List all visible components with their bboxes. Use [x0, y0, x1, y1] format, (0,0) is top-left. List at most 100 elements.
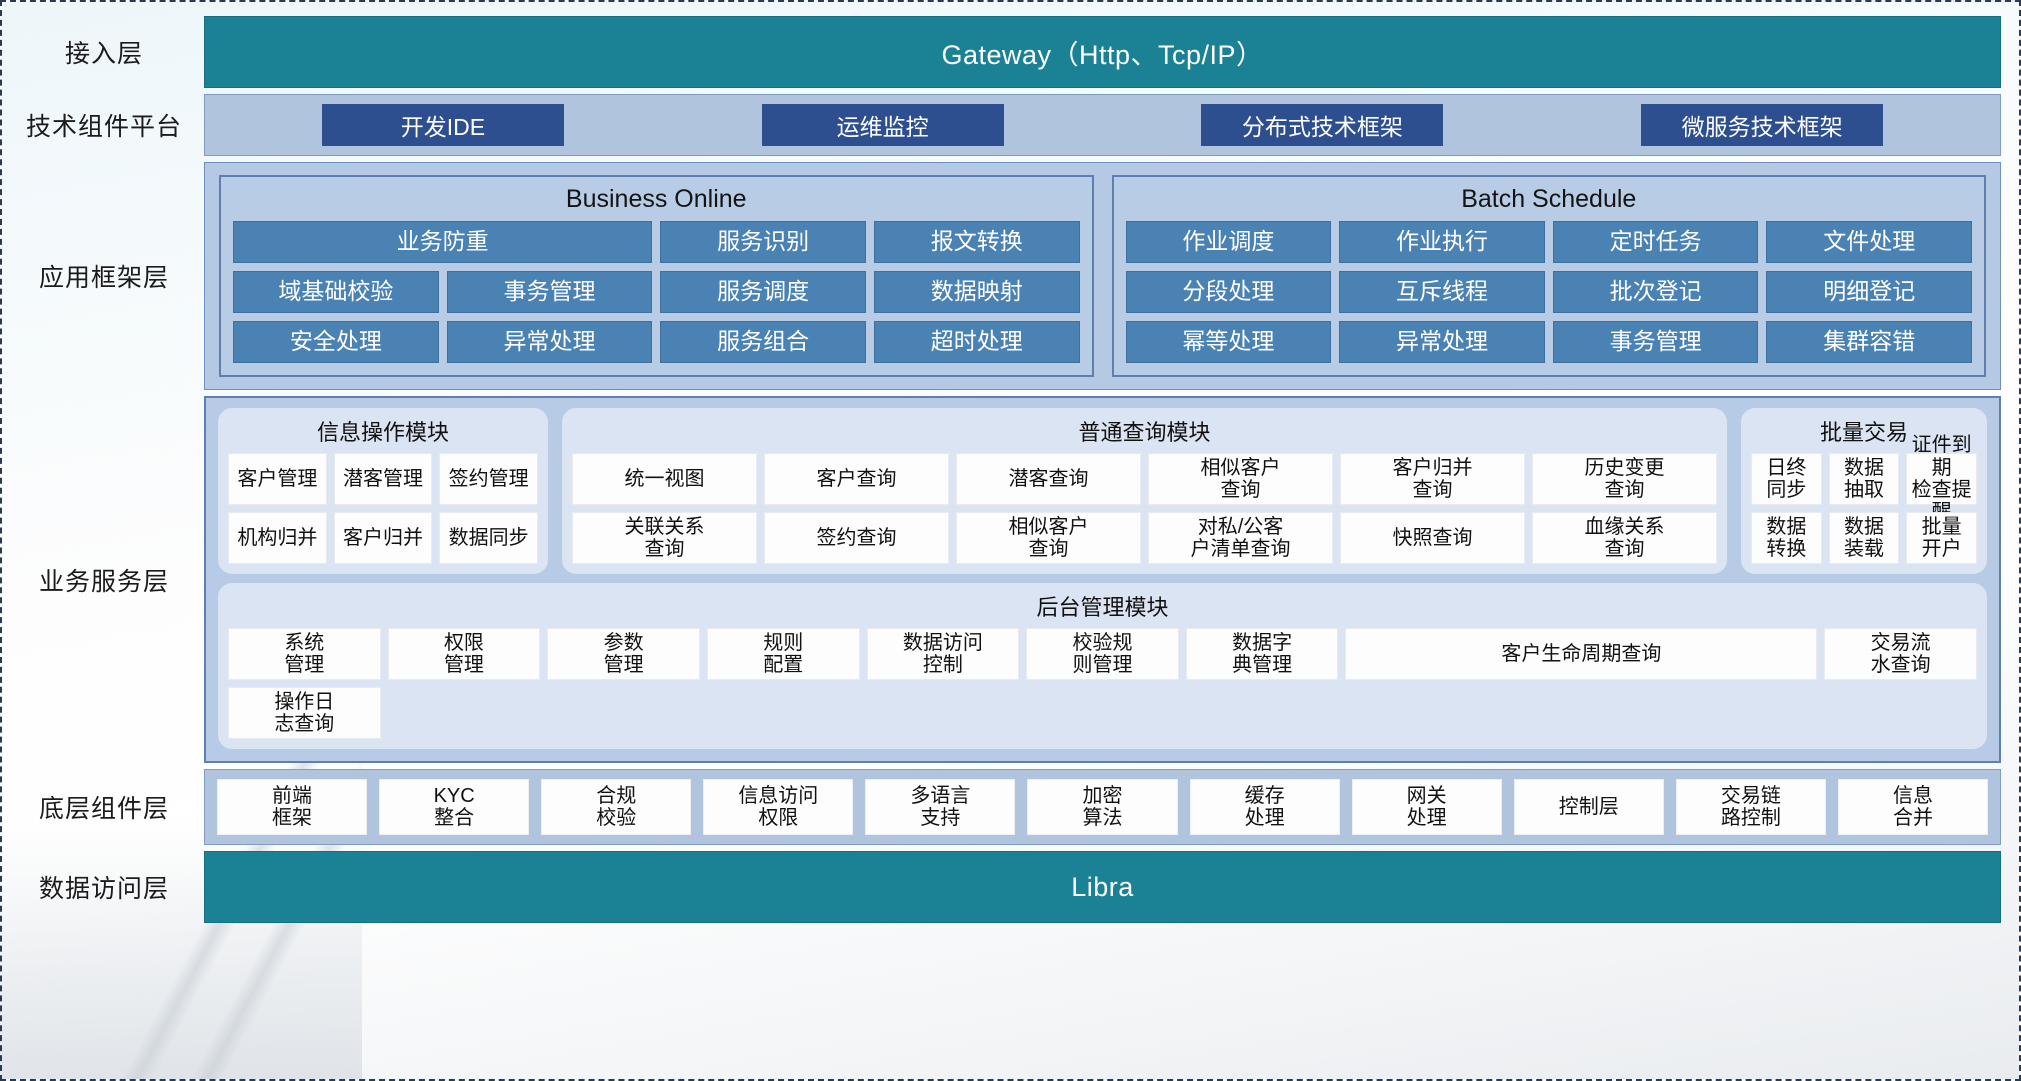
cell-query-10[interactable]: 快照查询: [1340, 512, 1525, 564]
cell-admin-0[interactable]: 系统 管理: [228, 628, 381, 680]
app-framework-band: Business Online 业务防重 服务识别 报文转换 域基础校验 事务管…: [204, 162, 2001, 390]
cell-admin-4[interactable]: 数据访问 控制: [866, 628, 1020, 680]
app-chip-bo-3[interactable]: 域基础校验: [233, 271, 439, 313]
cell-admin-9[interactable]: 操作日 志查询: [228, 687, 381, 739]
app-chip-bs-7[interactable]: 明细登记: [1766, 271, 1972, 313]
panel-admin-module: 后台管理模块 系统 管理 权限 管理 参数 管理 规则 配置 数据访问 控制 校…: [218, 583, 1987, 749]
comp-cell-4[interactable]: 多语言 支持: [865, 779, 1016, 835]
cell-batch-5[interactable]: 批量 开户: [1906, 512, 1977, 564]
app-chip-bo-6[interactable]: 数据映射: [873, 271, 1080, 313]
comp-cell-1[interactable]: KYC 整合: [379, 779, 530, 835]
cell-query-7[interactable]: 签约查询: [764, 512, 949, 564]
cell-admin-7[interactable]: 客户生命周期查询: [1345, 628, 1818, 680]
cell-query-8[interactable]: 相似客户 查询: [956, 512, 1141, 564]
panel-title-business-online: Business Online: [565, 185, 747, 213]
panel-title-batch-schedule: Batch Schedule: [1461, 185, 1637, 213]
app-chip-bs-0[interactable]: 作业调度: [1125, 221, 1332, 263]
cell-admin-6[interactable]: 数据字 典管理: [1185, 628, 1339, 680]
cell-query-11[interactable]: 血缘关系 查询: [1532, 512, 1717, 564]
app-chip-bs-1[interactable]: 作业执行: [1339, 221, 1545, 263]
layer-label-data: 数据访问层: [38, 875, 169, 903]
cell-info-5[interactable]: 数据同步: [439, 512, 538, 564]
app-chip-bs-3[interactable]: 文件处理: [1766, 221, 1972, 263]
batch-schedule-grid: 作业调度 作业执行 定时任务 文件处理 分段处理 互斥线程 批次登记 明细登记 …: [1125, 221, 1972, 363]
comp-cell-2[interactable]: 合规 校验: [541, 779, 692, 835]
tech-chip-microservice[interactable]: 微服务技术框架: [1641, 104, 1884, 146]
comp-cell-9[interactable]: 交易链 路控制: [1675, 779, 1826, 835]
batch-module-grid: 日终 同步 数据 抽取 证件到期 检查提醒 数据 转换 数据 装载 批量 开户: [1751, 434, 1977, 564]
layer-label-component: 底层组件层: [38, 795, 169, 823]
app-chip-bo-8[interactable]: 异常处理: [446, 321, 653, 363]
cell-query-2[interactable]: 潜客查询: [956, 453, 1141, 505]
cell-batch-3[interactable]: 数据 转换: [1751, 512, 1822, 564]
app-chip-bo-9[interactable]: 服务组合: [660, 321, 866, 363]
cell-batch-4[interactable]: 数据 装载: [1828, 512, 1900, 564]
panel-batch-schedule: Batch Schedule 作业调度 作业执行 定时任务 文件处理 分段处理 …: [1111, 175, 1986, 377]
component-layer-band: 前端 框架 KYC 整合 合规 校验 信息访问 权限 多语言 支持 加密 算法 …: [204, 769, 2001, 845]
query-module-grid: 统一视图 客户查询 潜客查询 相似客户 查询 客户归并 查询 历史变更 查询 关…: [572, 453, 1717, 564]
business-service-top-row: 信息操作模块 客户管理 潜客管理 签约管理 机构归并 客户归并 数据同步 普通查…: [218, 408, 1987, 574]
admin-module-grid: 系统 管理 权限 管理 参数 管理 规则 配置 数据访问 控制 校验规 则管理 …: [228, 628, 1977, 739]
cell-batch-0[interactable]: 日终 同步: [1751, 453, 1822, 505]
app-chip-bs-9[interactable]: 异常处理: [1339, 321, 1545, 363]
panel-title-admin-module: 后台管理模块: [1036, 595, 1169, 620]
app-chip-bo-0[interactable]: 业务防重: [233, 221, 653, 263]
cell-query-4[interactable]: 客户归并 查询: [1340, 453, 1525, 505]
panel-info-module: 信息操作模块 客户管理 潜客管理 签约管理 机构归并 客户归并 数据同步: [218, 408, 548, 574]
app-chip-bo-2[interactable]: 报文转换: [873, 221, 1080, 263]
app-chip-bs-2[interactable]: 定时任务: [1552, 221, 1759, 263]
tech-chip-monitor[interactable]: 运维监控: [761, 104, 1004, 146]
comp-cell-6[interactable]: 缓存 处理: [1189, 779, 1340, 835]
panel-batch-module: 批量交易 日终 同步 数据 抽取 证件到期 检查提醒 数据 转换 数据 装载 批…: [1741, 408, 1987, 574]
cell-admin-8[interactable]: 交易流 水查询: [1824, 628, 1977, 680]
panel-title-batch-module: 批量交易: [1819, 420, 1908, 445]
cell-info-4[interactable]: 客户归并: [333, 512, 433, 564]
libra-bar: Libra: [204, 851, 2001, 923]
business-service-band: 信息操作模块 客户管理 潜客管理 签约管理 机构归并 客户归并 数据同步 普通查…: [204, 396, 2001, 763]
app-chip-bo-7[interactable]: 安全处理: [233, 321, 439, 363]
tech-platform-band: 开发IDE 运维监控 分布式技术框架 微服务技术框架: [204, 94, 2001, 156]
cell-batch-2[interactable]: 证件到期 检查提醒: [1906, 434, 1977, 523]
app-chip-bs-8[interactable]: 幂等处理: [1125, 321, 1332, 363]
cell-admin-2[interactable]: 参数 管理: [547, 628, 700, 680]
panel-query-module: 普通查询模块 统一视图 客户查询 潜客查询 相似客户 查询 客户归并 查询 历史…: [562, 408, 1727, 574]
cell-query-6[interactable]: 关联关系 查询: [572, 512, 757, 564]
business-service-bottom-row: 后台管理模块 系统 管理 权限 管理 参数 管理 规则 配置 数据访问 控制 校…: [218, 583, 1987, 749]
cell-admin-1[interactable]: 权限 管理: [387, 628, 541, 680]
app-chip-bo-5[interactable]: 服务调度: [660, 271, 866, 313]
comp-cell-8[interactable]: 控制层: [1513, 779, 1664, 835]
comp-cell-5[interactable]: 加密 算法: [1027, 779, 1178, 835]
app-chip-bs-11[interactable]: 集群容错: [1766, 321, 1972, 363]
cell-info-3[interactable]: 机构归并: [228, 512, 327, 564]
cell-query-3[interactable]: 相似客户 查询: [1148, 453, 1333, 505]
app-chip-bs-4[interactable]: 分段处理: [1125, 271, 1332, 313]
app-chip-bo-4[interactable]: 事务管理: [446, 271, 653, 313]
layer-label-tech: 技术组件平台: [25, 113, 182, 141]
app-chip-bs-5[interactable]: 互斥线程: [1339, 271, 1545, 313]
cell-info-2[interactable]: 签约管理: [439, 453, 538, 505]
tech-chip-distributed[interactable]: 分布式技术框架: [1201, 104, 1444, 146]
cell-admin-3[interactable]: 规则 配置: [706, 628, 860, 680]
app-chip-bo-10[interactable]: 超时处理: [873, 321, 1080, 363]
app-chip-bs-10[interactable]: 事务管理: [1552, 321, 1759, 363]
cell-query-0[interactable]: 统一视图: [572, 453, 757, 505]
comp-cell-3[interactable]: 信息访问 权限: [703, 779, 854, 835]
app-chip-bo-1[interactable]: 服务识别: [660, 221, 866, 263]
tech-chip-ide[interactable]: 开发IDE: [321, 104, 564, 146]
layer-label-biz: 业务服务层: [38, 567, 169, 596]
cell-query-9[interactable]: 对私/公客 户清单查询: [1148, 512, 1333, 564]
cell-query-1[interactable]: 客户查询: [764, 453, 949, 505]
app-chip-bs-6[interactable]: 批次登记: [1552, 271, 1759, 313]
cell-batch-1[interactable]: 数据 抽取: [1828, 453, 1900, 505]
cell-query-5[interactable]: 历史变更 查询: [1532, 453, 1717, 505]
comp-cell-0[interactable]: 前端 框架: [217, 779, 368, 835]
cell-info-1[interactable]: 潜客管理: [333, 453, 433, 505]
comp-cell-7[interactable]: 网关 处理: [1351, 779, 1502, 835]
panel-title-query-module: 普通查询模块: [1078, 420, 1211, 445]
comp-cell-10[interactable]: 信息 合并: [1837, 779, 1988, 835]
panel-business-online: Business Online 业务防重 服务识别 报文转换 域基础校验 事务管…: [219, 175, 1094, 377]
cell-info-0[interactable]: 客户管理: [228, 453, 327, 505]
cell-admin-5[interactable]: 校验规 则管理: [1026, 628, 1179, 680]
